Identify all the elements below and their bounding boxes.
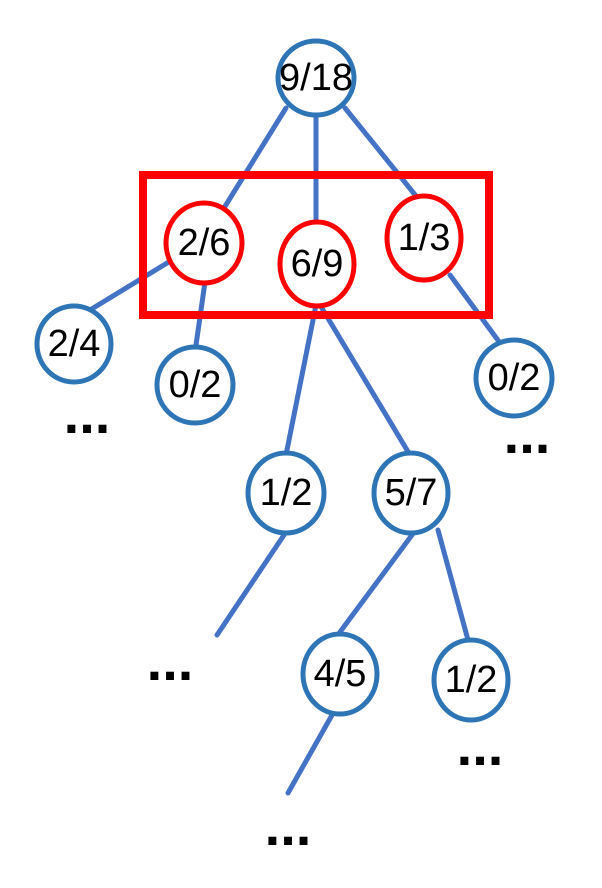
selection-box — [139, 171, 493, 319]
edge-root-child-left — [221, 105, 289, 211]
node-left-left: 2/4 — [34, 303, 114, 385]
node-mr-right-label: 1/2 — [445, 659, 498, 701]
node-left-right-label: 0/2 — [169, 364, 222, 406]
ellipsis-middle-left: ... — [147, 629, 194, 692]
edge-mr-left-continuation — [285, 705, 339, 796]
node-middle-right-label: 5/7 — [385, 472, 438, 514]
node-middle-left-label: 1/2 — [260, 472, 313, 514]
ellipsis-markers: ... ... ... ... ... — [64, 382, 551, 857]
node-child-right: 1/3 — [384, 193, 464, 283]
node-child-middle-circle — [277, 219, 357, 309]
node-root-circle — [275, 38, 357, 118]
ellipsis-left-left: ... — [64, 382, 111, 445]
node-child-middle-label: 6/9 — [291, 243, 344, 285]
node-left-left-label: 2/4 — [48, 323, 101, 365]
node-mr-left-label: 4/5 — [314, 653, 367, 695]
node-right-child-label: 0/2 — [488, 357, 541, 399]
edge-middle-left-continuation — [214, 532, 287, 638]
node-root: 9/18 — [275, 38, 357, 118]
node-middle-left-circle — [245, 450, 327, 536]
node-child-middle: 6/9 — [277, 219, 357, 309]
node-left-left-circle — [34, 303, 114, 385]
node-middle-right-circle — [371, 450, 451, 536]
node-child-left-circle — [163, 200, 245, 286]
node-mr-left-circle — [300, 631, 380, 717]
edge-middle-right-mr-left — [337, 532, 415, 635]
edge-root-child-right — [342, 105, 419, 199]
edge-child-middle-middle-left — [283, 302, 319, 458]
node-child-left: 2/6 — [163, 200, 245, 286]
node-child-right-circle — [384, 193, 464, 283]
node-middle-right: 5/7 — [371, 450, 451, 536]
node-child-left-label: 2/6 — [178, 222, 231, 264]
node-child-right-label: 1/3 — [398, 217, 451, 259]
node-root-label: 9/18 — [279, 57, 353, 99]
node-right-child-circle — [473, 337, 555, 419]
ellipsis-right-child: ... — [504, 402, 551, 465]
node-right-child: 0/2 — [473, 337, 555, 419]
node-mr-left: 4/5 — [300, 631, 380, 717]
node-left-right-circle — [154, 344, 236, 426]
edge-child-right-right-child — [447, 272, 503, 346]
node-mr-right-circle — [431, 637, 511, 723]
edge-child-left-left-left — [87, 257, 175, 313]
node-mr-right: 1/2 — [431, 637, 511, 723]
ellipsis-mr-left: ... — [265, 794, 312, 857]
node-middle-left: 1/2 — [245, 450, 327, 536]
ellipsis-mr-right: ... — [457, 714, 504, 777]
node-left-right: 0/2 — [154, 344, 236, 426]
edge-middle-right-mr-right — [435, 527, 471, 643]
edge-child-middle-middle-right — [317, 302, 413, 458]
